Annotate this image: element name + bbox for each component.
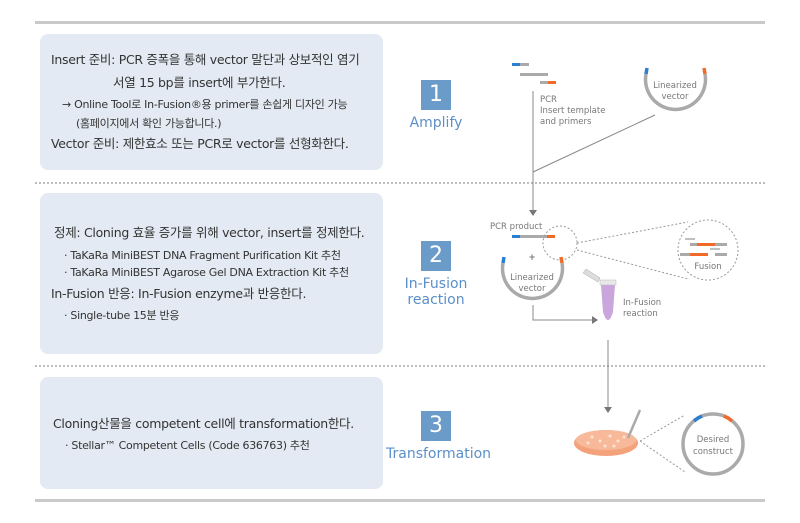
text-line: · Stellar™ Competent Cells (Code 636763)…: [65, 439, 310, 452]
desired-construct-icon: [681, 412, 745, 476]
step2-badge: 2: [421, 241, 451, 271]
linearized-label: Linearized: [510, 273, 554, 283]
text-line: · Single-tube 15분 반응: [64, 309, 180, 322]
insert-template-label: Insert template: [540, 106, 605, 116]
pcr-label: PCR: [540, 95, 557, 105]
flow-line: [532, 91, 656, 210]
zoom-lines: [639, 414, 686, 473]
text-line: (홈페이지에서 확인 가능합니다.): [76, 117, 222, 130]
tube-icon: [582, 268, 617, 320]
pcr-product-label: PCR product: [490, 222, 543, 232]
desired-label: Desired: [697, 435, 730, 445]
step3-badge: 3: [421, 411, 451, 441]
pcr-product-icon: [512, 235, 555, 238]
step1-badge: 1: [421, 80, 451, 110]
fusion-zoom-circle: [677, 219, 739, 281]
construct-label: construct: [693, 447, 734, 457]
text-line: 정제: Cloning 효율 증가를 위해 vector, insert를 정제…: [54, 225, 365, 240]
infusion-label: In-Fusion: [623, 298, 661, 308]
linearized-label: Linearized: [653, 81, 697, 91]
text-line: Vector 준비: 제한효소 또는 PCR로 vector를 선형화한다.: [51, 136, 349, 151]
step2-label-line1: In-Fusion: [404, 276, 468, 292]
reaction-label: reaction: [623, 309, 658, 319]
and-primers-label: and primers: [540, 117, 592, 127]
arrow-down-icon: [604, 407, 612, 413]
arrow-down-icon: [529, 210, 537, 216]
text-line: In-Fusion 반응: In-Fusion enzyme과 반응한다.: [51, 286, 307, 301]
text-line: Insert 준비: PCR 증폭을 통해 vector 말단과 상보적인 염기: [51, 52, 360, 67]
step-divider: [35, 365, 765, 367]
text-line: Cloning산물을 competent cell에 transformatio…: [53, 416, 354, 431]
fusion-label: Fusion: [694, 262, 721, 272]
zoom-circle: [542, 225, 578, 261]
step2-label-line2: reaction: [407, 292, 465, 308]
step3-description: Cloning산물을 competent cell에 transformatio…: [40, 377, 383, 489]
arrow-right-icon: [592, 316, 598, 324]
petri-dish-icon: [574, 409, 642, 456]
linearized-vector-icon: [500, 256, 565, 301]
vector-label: vector: [662, 92, 689, 102]
text-line: 서열 15 bp를 insert에 부가한다.: [113, 75, 286, 90]
top-divider: [35, 21, 765, 24]
text-line: · TaKaRa MiniBEST DNA Fragment Purificat…: [64, 249, 341, 262]
step3-label: Transformation: [386, 446, 492, 462]
plus-sign: +: [528, 253, 535, 263]
text-line: → Online Tool로 In-Fusion®용 primer를 손쉽게 디…: [62, 98, 348, 111]
fusion-icon: [680, 238, 727, 256]
step1-label: Amplify: [409, 115, 463, 131]
vector-label: vector: [519, 284, 546, 294]
step-divider: [35, 182, 765, 184]
step2-description: 정제: Cloning 효율 증가를 위해 vector, insert를 정제…: [40, 193, 383, 354]
flow-line: [532, 305, 592, 321]
primers-icon: [512, 63, 556, 84]
linearized-vector-icon: [643, 67, 708, 112]
zoom-lines: [576, 221, 689, 280]
text-line: · TaKaRa MiniBEST Agarose Gel DNA Extrac…: [64, 266, 349, 279]
step1-description: Insert 준비: PCR 증폭을 통해 vector 말단과 상보적인 염기…: [40, 34, 383, 170]
bottom-divider: [35, 499, 765, 502]
